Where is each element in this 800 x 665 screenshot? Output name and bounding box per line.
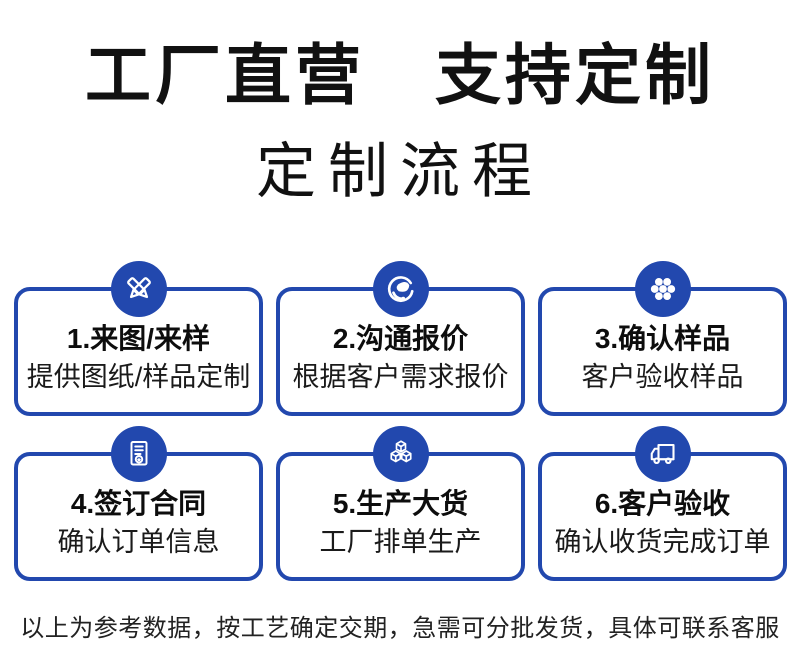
step-description: 根据客户需求报价 [292,361,509,392]
step-card-4: 4.签订合同 确认订单信息 [14,426,263,581]
step-card-2: 2.沟通报价 根据客户需求报价 [276,261,525,416]
step-description: 提供图纸/样品定制 [26,361,251,392]
step-icon-badge [110,261,167,317]
step-title: 3.确认样品 [594,322,731,354]
step-description: 客户验收样品 [581,361,744,392]
step-description: 确认订单信息 [57,526,220,557]
step-description: 工厂排单生产 [319,526,482,557]
step-title: 2.沟通报价 [332,322,469,354]
step-card-3: 3.确认样品 客户验收样品 [538,261,787,416]
step-card-5: 5.生产大货 工厂排单生产 [276,426,525,581]
step-title: 4.签订合同 [70,487,207,519]
step-title: 6.客户验收 [594,487,731,519]
step-icon-badge [634,426,691,482]
page-title: 工厂直营 支持定制 [85,38,715,112]
step-title: 1.来图/来样 [66,322,211,354]
pencil-edit-icon [126,277,151,299]
cubes-boxes-icon [389,440,412,463]
step-icon-badge [372,261,429,317]
cable-cross-section-icon [650,277,675,301]
step-icon-badge [110,426,167,482]
step-description: 确认收货完成订单 [554,526,771,557]
customer-service-icon [387,276,414,302]
step-card-1: 1.来图/来样 提供图纸/样品定制 [14,261,263,416]
process-row-1: 1.来图/来样 提供图纸/样品定制 2.沟通报价 根据客户需求报价 [14,261,787,416]
contract-document-icon [130,441,147,466]
step-card-6: 6.客户验收 确认收货完成订单 [538,426,787,581]
process-row-2: 4.签订合同 确认订单信息 5.生产大货 工厂排单生产 [14,426,787,581]
step-icon-badge [372,426,429,482]
delivery-truck-icon [650,443,675,465]
footer-note: 以上为参考数据，按工艺确定交期，急需可分批发货，具体可联系客服 [20,615,780,642]
step-icon-badge [634,261,691,317]
step-title: 5.生产大货 [332,487,469,519]
section-title-process: 定制流程 [256,138,544,205]
